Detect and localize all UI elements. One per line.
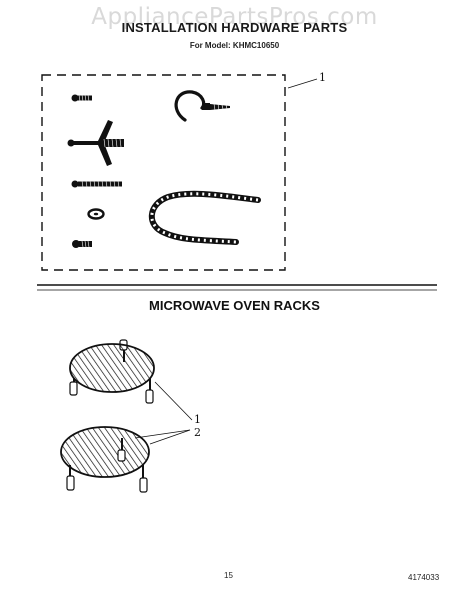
cup-hook-icon	[174, 90, 230, 122]
callout-leader-rack-2b	[134, 429, 191, 439]
section-title: MICROWAVE OVEN RACKS	[149, 298, 320, 313]
callout-leader-rack-1	[154, 381, 193, 421]
page-title: INSTALLATION HARDWARE PARTS	[121, 20, 348, 35]
washer-icon	[87, 208, 105, 220]
hardware-kit-box	[41, 74, 286, 271]
document-number: 4174033	[408, 573, 440, 582]
callout-label-1: 1	[319, 71, 326, 84]
trim-strip-icon	[148, 190, 261, 245]
long-screw-icon	[71, 180, 122, 188]
rack-callout-label-1: 1	[194, 413, 201, 426]
callout-leader-rack-2	[149, 429, 191, 445]
watermark: AppliancePartsPros.com	[91, 4, 378, 30]
rack-callout-label-2: 2	[194, 426, 201, 439]
callout-leader-1	[287, 78, 318, 89]
short-screw-icon	[72, 240, 92, 248]
page-number: 15	[224, 571, 233, 580]
screw-icon	[71, 94, 92, 102]
rack-icon	[69, 339, 155, 404]
rack-icon	[60, 426, 150, 493]
toggle-bolt-icon	[67, 120, 124, 166]
model-line: For Model: KHMC10650	[189, 41, 280, 50]
